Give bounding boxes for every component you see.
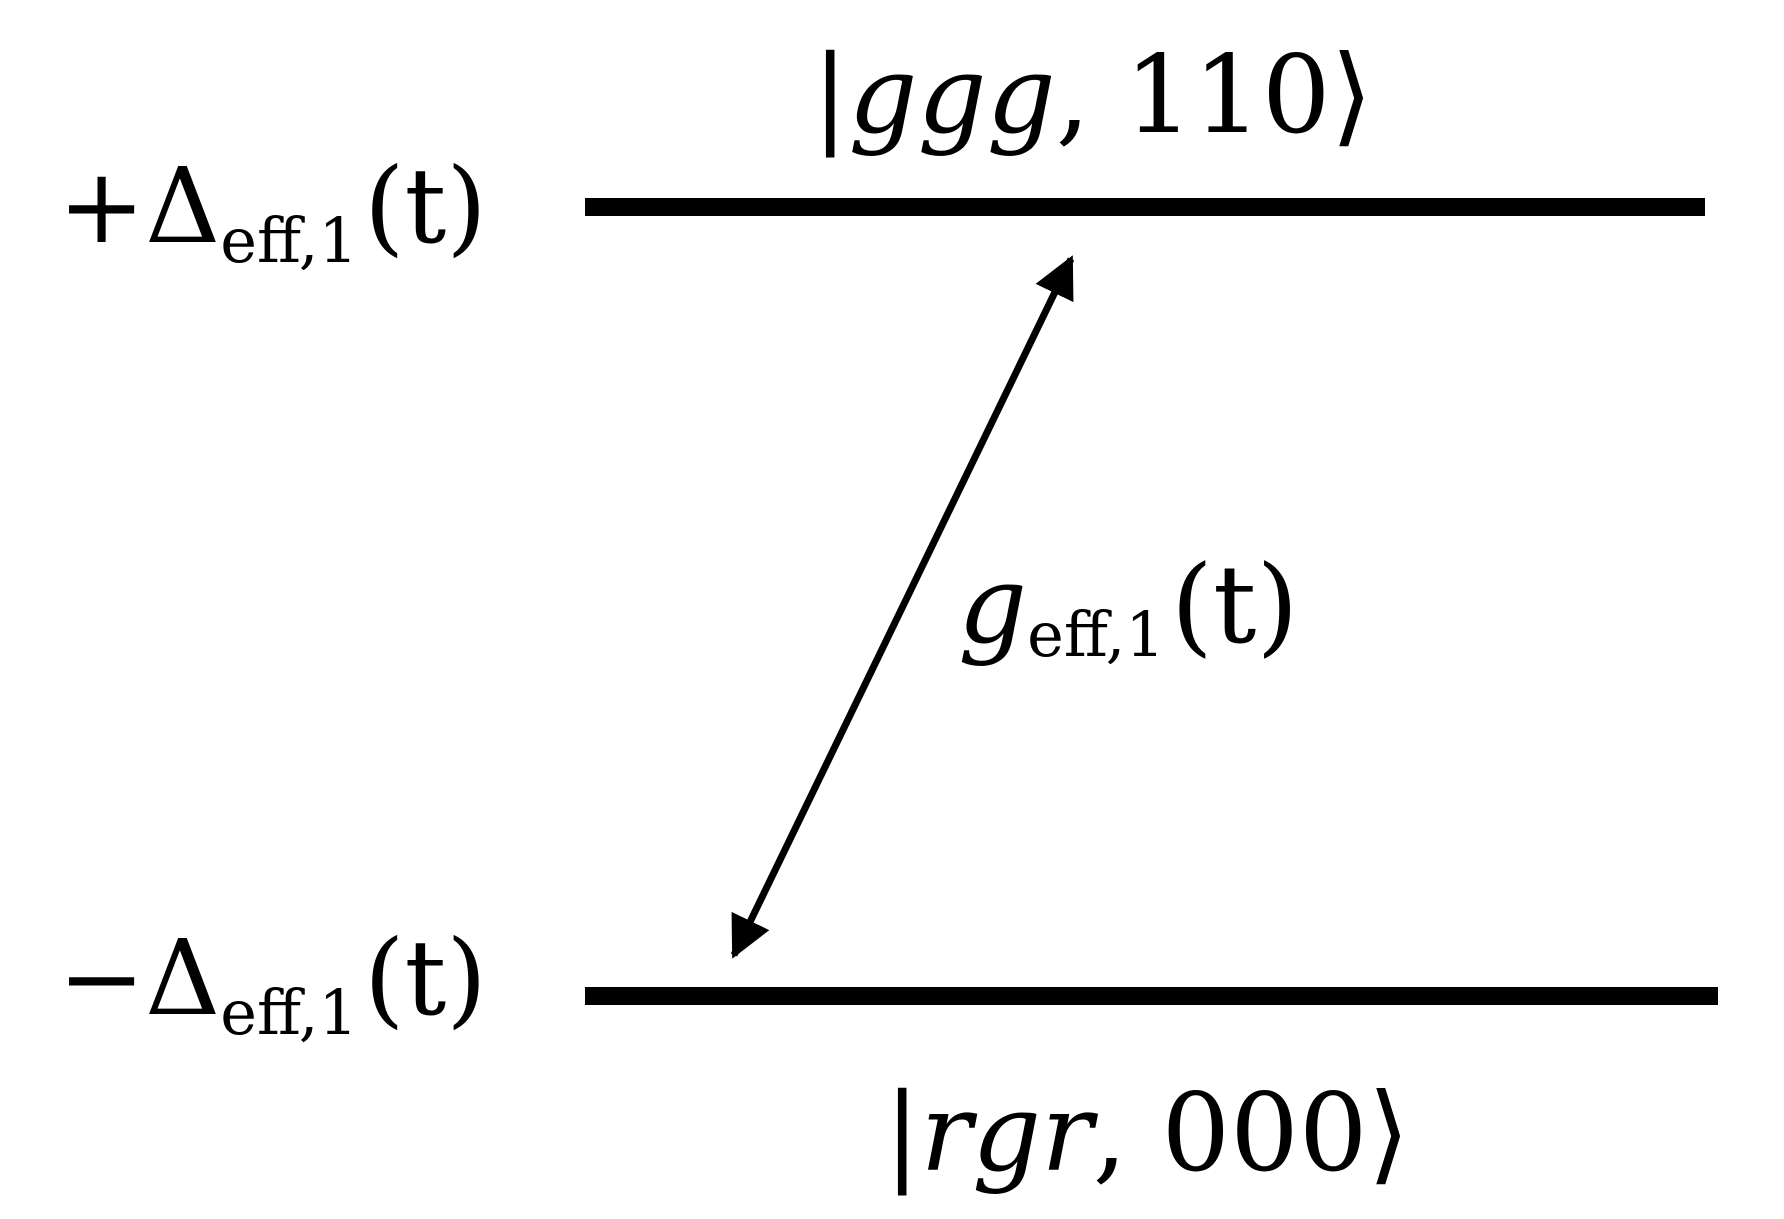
upper-energy-label: +Δeff,1(t) — [58, 145, 487, 277]
lower-state-photons: 000 — [1161, 1071, 1367, 1196]
lower-energy-sign: − — [58, 917, 145, 1039]
upper-state-close: ⟩ — [1331, 33, 1373, 158]
coupling-subscript: eff,1 — [1027, 598, 1165, 671]
lower-state-close: ⟩ — [1368, 1071, 1410, 1196]
upper-state-open: | — [812, 33, 848, 158]
lower-state-separator: , — [1093, 1071, 1162, 1196]
upper-energy-argument: (t) — [364, 145, 487, 267]
upper-state-photons: 110 — [1124, 33, 1330, 158]
coupling-arrow — [730, 255, 1075, 959]
upper-state-separator: , — [1056, 33, 1125, 158]
coupling-argument: (t) — [1171, 543, 1299, 668]
upper-energy-symbol: Δ — [145, 145, 220, 267]
upper-state-atoms: ggg — [848, 33, 1055, 158]
lower-state-label: |rgr, 000⟩ — [884, 1071, 1410, 1196]
upper-energy-sign: + — [58, 145, 145, 267]
coupling-label: geff,1(t) — [958, 543, 1299, 671]
lower-energy-symbol: Δ — [145, 917, 220, 1039]
coupling-symbol: g — [958, 543, 1027, 668]
lower-state-open: | — [884, 1071, 920, 1196]
upper-energy-subscript: eff,1 — [220, 204, 358, 277]
lower-energy-subscript: eff,1 — [220, 976, 358, 1049]
lower-energy-argument: (t) — [364, 917, 487, 1039]
lower-energy-label: −Δeff,1(t) — [58, 917, 487, 1049]
lower-state-atoms: rgr — [920, 1071, 1098, 1196]
upper-state-label: |ggg, 110⟩ — [812, 33, 1373, 158]
